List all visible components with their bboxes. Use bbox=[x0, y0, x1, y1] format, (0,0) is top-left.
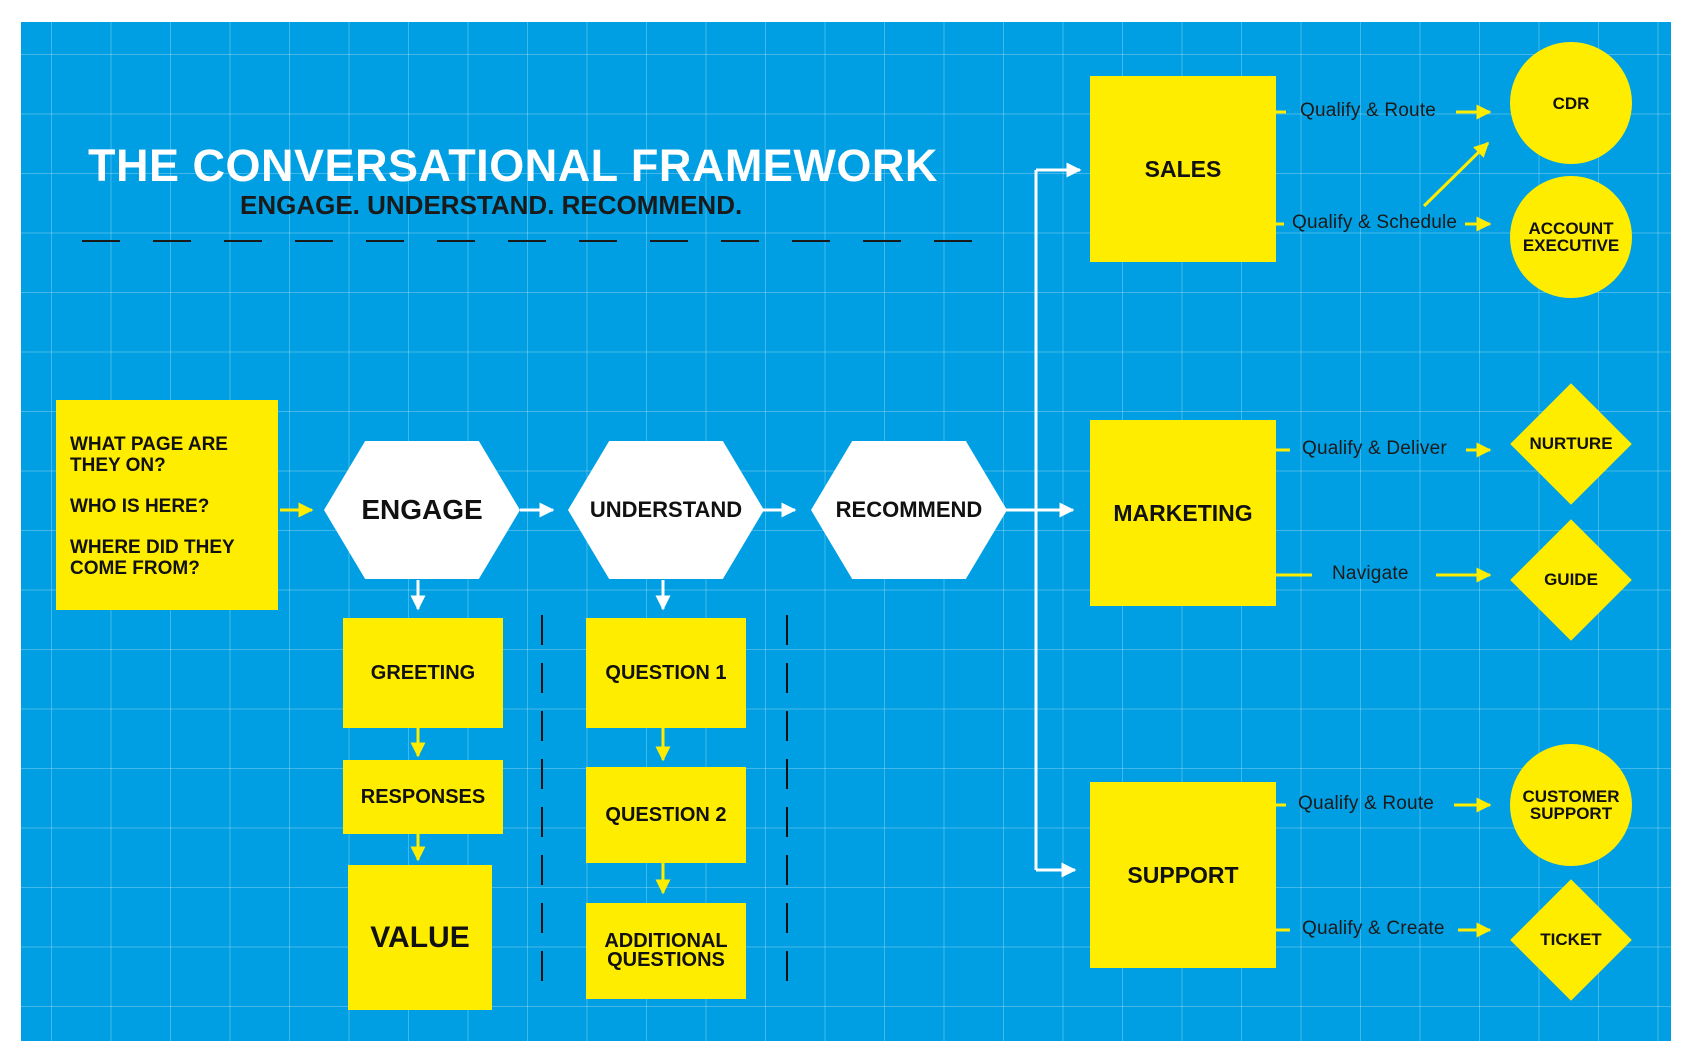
outcome-customer-support-label: CUSTOMER SUPPORT bbox=[1522, 787, 1620, 823]
outcome-guide: GUIDE bbox=[1510, 519, 1632, 641]
team-sales: SALES bbox=[1090, 76, 1276, 262]
team-support-label: SUPPORT bbox=[1127, 861, 1239, 888]
route-marketing-navigate: Navigate bbox=[1332, 563, 1409, 584]
step-question-1: QUESTION 1 bbox=[586, 618, 746, 728]
route-sales-qualify-route: Qualify & Route bbox=[1300, 100, 1437, 121]
context-question-who: WHO IS HERE? bbox=[70, 496, 210, 517]
step-value: VALUE bbox=[348, 865, 492, 1010]
outcome-guide-label: GUIDE bbox=[1544, 570, 1598, 589]
outcome-nurture-label: NURTURE bbox=[1529, 434, 1613, 453]
team-marketing-label: MARKETING bbox=[1113, 499, 1253, 526]
step-question-2-label: QUESTION 2 bbox=[605, 803, 727, 826]
page-title: THE CONVERSATIONAL FRAMEWORK bbox=[88, 140, 938, 191]
step-question-2: QUESTION 2 bbox=[586, 767, 746, 863]
stage-recommend: RECOMMEND bbox=[811, 441, 1007, 579]
context-question-source: WHERE DID THEY COME FROM? bbox=[70, 537, 235, 579]
step-greeting: GREETING bbox=[343, 618, 503, 728]
outcome-account-executive-label: ACCOUNT EXECUTIVE bbox=[1522, 219, 1620, 255]
route-support-qualify-create: Qualify & Create bbox=[1302, 918, 1445, 939]
stage-understand-label: UNDERSTAND bbox=[589, 497, 743, 522]
outcome-nurture: NURTURE bbox=[1510, 383, 1632, 505]
step-question-1-label: QUESTION 1 bbox=[605, 661, 727, 684]
outcome-cdr: CDR bbox=[1510, 42, 1632, 164]
step-value-label: VALUE bbox=[370, 920, 470, 954]
context-question-page: WHAT PAGE ARE THEY ON? bbox=[70, 434, 228, 476]
step-additional-questions-label: ADDITIONAL QUESTIONS bbox=[604, 930, 728, 971]
route-sales-qualify-schedule: Qualify & Schedule bbox=[1292, 212, 1458, 233]
page-subtitle: ENGAGE. UNDERSTAND. RECOMMEND. bbox=[240, 190, 743, 220]
outcome-customer-support: CUSTOMER SUPPORT bbox=[1510, 744, 1632, 866]
team-marketing: MARKETING bbox=[1090, 420, 1276, 606]
step-responses-label: RESPONSES bbox=[360, 785, 486, 808]
stage-engage: ENGAGE bbox=[324, 441, 520, 579]
route-support-qualify-route: Qualify & Route bbox=[1298, 793, 1435, 814]
step-responses: RESPONSES bbox=[343, 760, 503, 834]
stage-understand: UNDERSTAND bbox=[568, 441, 764, 579]
outcome-cdr-label: CDR bbox=[1552, 93, 1590, 113]
stage-engage-label: ENGAGE bbox=[361, 494, 483, 525]
outcome-ticket-label: TICKET bbox=[1540, 930, 1602, 949]
route-marketing-qualify-deliver: Qualify & Deliver bbox=[1302, 438, 1447, 459]
step-additional-questions: ADDITIONAL QUESTIONS bbox=[586, 903, 746, 999]
step-greeting-label: GREETING bbox=[370, 661, 476, 684]
stage-recommend-label: RECOMMEND bbox=[835, 497, 983, 522]
visitor-context-box: WHAT PAGE ARE THEY ON? WHO IS HERE? WHER… bbox=[56, 400, 278, 610]
outcome-ticket: TICKET bbox=[1510, 879, 1632, 1001]
team-sales-label: SALES bbox=[1144, 155, 1222, 182]
team-support: SUPPORT bbox=[1090, 782, 1276, 968]
outcome-account-executive: ACCOUNT EXECUTIVE bbox=[1510, 176, 1632, 298]
